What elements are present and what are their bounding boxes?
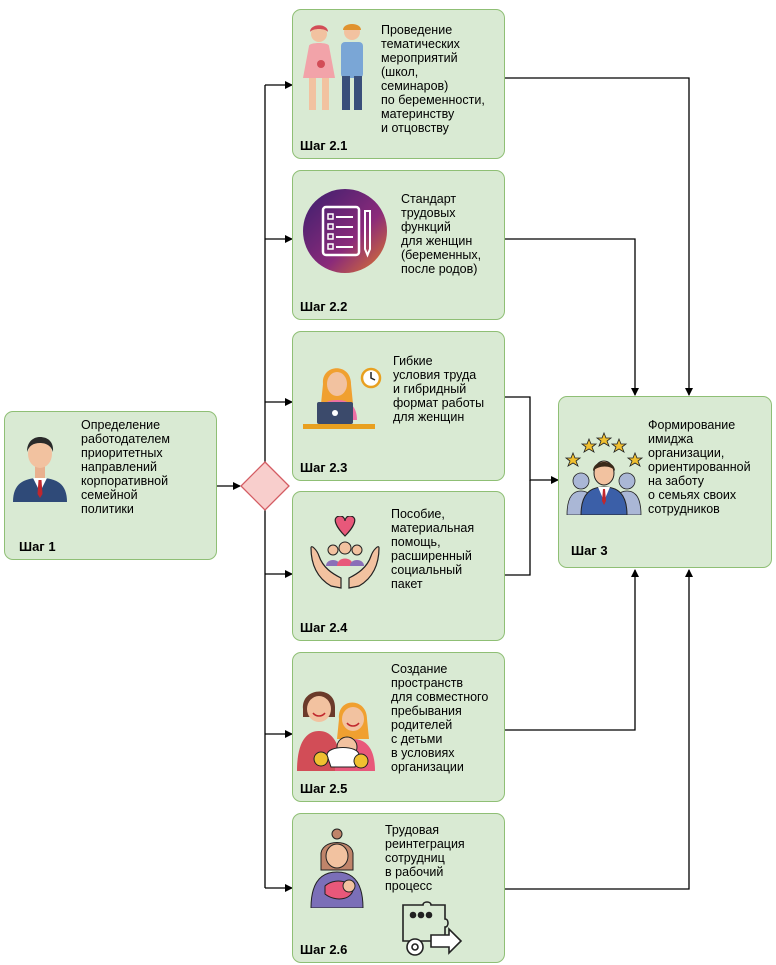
step-2-1-label: Шаг 2.1	[300, 138, 348, 153]
step-2-4-text: Пособие, материальная помощь, расширенны…	[391, 507, 475, 591]
step-2-2-label: Шаг 2.2	[300, 299, 348, 314]
step-1-label: Шаг 1	[19, 539, 56, 554]
step-2-2-box: Стандарт трудовых функций для женщин (бе…	[292, 170, 505, 320]
puzzle-gear-icon	[402, 901, 463, 956]
woman-laptop-icon	[303, 367, 382, 429]
connector-2-4-step3	[505, 480, 531, 576]
step-2-5-text: Создание пространств для совместного пре…	[391, 662, 489, 774]
step-2-6-box: Трудовая реинтеграция сотрудниц в рабочи…	[292, 813, 505, 963]
step-2-6-text: Трудовая реинтеграция сотрудниц в рабочи…	[385, 823, 465, 893]
decision-diamond	[240, 461, 290, 511]
step-1-box: Определение работодателем приоритетных н…	[4, 411, 217, 560]
checklist-icon	[303, 189, 387, 273]
connector-2-3-step3	[505, 396, 559, 484]
businessman-icon	[13, 437, 67, 502]
step-3-box: Формирование имиджа организации, ориенти…	[558, 396, 772, 568]
step-2-5-label: Шаг 2.5	[300, 781, 348, 796]
connector-2-6-step3	[505, 569, 693, 890]
step-2-3-label: Шаг 2.3	[300, 460, 348, 475]
step-3-label: Шаг 3	[571, 543, 608, 558]
step-2-3-box: Гибкие условия труда и гибридный формат …	[292, 331, 505, 481]
step-2-2-text: Стандарт трудовых функций для женщин (бе…	[401, 192, 482, 276]
connector-2-2-step3	[505, 238, 639, 396]
connector-2-1-step3	[505, 77, 693, 396]
care-hands-icon	[310, 516, 380, 589]
family-icon	[297, 691, 375, 771]
expecting-couple-icon	[303, 24, 363, 110]
step-2-6-label: Шаг 2.6	[300, 942, 348, 957]
step-3-text: Формирование имиджа организации, ориенти…	[648, 418, 751, 516]
step-2-1-text: Проведение тематических мероприятий (шко…	[381, 23, 485, 135]
step-2-4-label: Шаг 2.4	[300, 620, 348, 635]
star-employee-icon	[564, 431, 644, 515]
mother-baby-icon	[310, 828, 364, 908]
step-1-text: Определение работодателем приоритетных н…	[81, 418, 170, 516]
step-2-3-text: Гибкие условия труда и гибридный формат …	[393, 354, 485, 424]
step-2-5-box: Создание пространств для совместного пре…	[292, 652, 505, 802]
connector-2-5-step3	[505, 569, 639, 731]
step-2-1-box: Проведение тематических мероприятий (шко…	[292, 9, 505, 159]
step-2-4-box: Пособие, материальная помощь, расширенны…	[292, 491, 505, 641]
